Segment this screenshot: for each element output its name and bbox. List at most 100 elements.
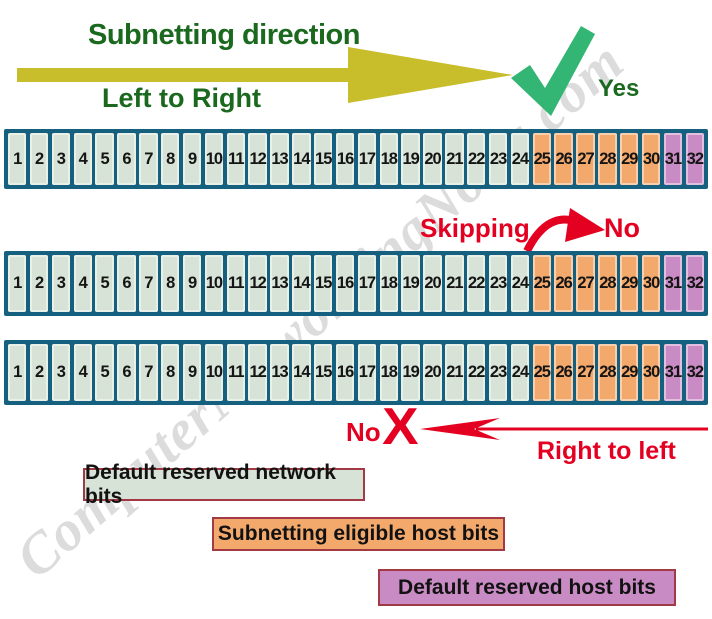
checkmark-icon <box>511 26 595 116</box>
bit-cell-22: 22 <box>467 133 485 185</box>
bit-cell-21: 21 <box>445 255 464 312</box>
bit-cell-17: 17 <box>357 133 376 185</box>
bit-cell-2: 2 <box>29 344 49 401</box>
legend-label: Subnetting eligible host bits <box>217 522 500 545</box>
bit-cell-28: 28 <box>598 344 617 401</box>
bit-cell-30: 30 <box>641 344 660 401</box>
bit-cell-31: 31 <box>663 133 682 185</box>
bit-cell-32: 32 <box>685 133 704 185</box>
legend-label: Default reserved network bits <box>85 460 336 508</box>
bit-cell-20: 20 <box>423 344 442 401</box>
right-to-left-no-label: No <box>346 417 381 447</box>
right-to-left-label: Right to left <box>537 437 676 465</box>
bit-cell-25: 25 <box>532 255 551 312</box>
bit-cell-10: 10 <box>204 133 223 185</box>
legend-box-subnet-bits: Subnetting eligible host bits <box>212 517 505 551</box>
bit-cell-11: 11 <box>226 255 245 312</box>
bit-cell-3: 3 <box>51 133 71 185</box>
bit-cell-32: 32 <box>685 344 704 401</box>
bit-cell-16: 16 <box>335 344 354 401</box>
bit-cell-3: 3 <box>51 344 71 401</box>
bit-cell-22: 22 <box>467 255 485 312</box>
bit-cell-20: 20 <box>423 133 442 185</box>
bit-cell-24: 24 <box>510 344 529 401</box>
bit-cell-11: 11 <box>226 133 245 185</box>
bit-cell-24: 24 <box>510 133 529 185</box>
bit-cell-12: 12 <box>248 255 267 312</box>
bit-cell-21: 21 <box>445 344 464 401</box>
bit-cell-2: 2 <box>29 133 49 185</box>
bit-cell-23: 23 <box>488 255 507 312</box>
bit-cell-4: 4 <box>73 133 92 185</box>
bit-cell-16: 16 <box>335 133 354 185</box>
bit-cell-27: 27 <box>576 133 595 185</box>
bit-cell-8: 8 <box>161 255 180 312</box>
bit-cell-30: 30 <box>641 255 660 312</box>
bit-cell-14: 14 <box>292 344 311 401</box>
left-to-right-label: Left to Right <box>102 83 261 113</box>
bit-cell-1: 1 <box>8 255 27 312</box>
bit-cell-12: 12 <box>248 133 267 185</box>
legend-label: Default reserved host bits <box>398 575 656 599</box>
yes-label: Yes <box>598 75 640 102</box>
bit-cell-30: 30 <box>641 133 660 185</box>
bit-cell-25: 25 <box>532 344 551 401</box>
bit-cell-9: 9 <box>182 255 202 312</box>
bit-cell-27: 27 <box>576 255 595 312</box>
bit-cell-13: 13 <box>270 255 289 312</box>
bit-cell-2: 2 <box>29 255 49 312</box>
left-to-right-arrow-icon <box>17 47 513 103</box>
bit-cell-26: 26 <box>554 255 573 312</box>
skipping-no-label: No <box>604 213 640 243</box>
bit-cell-19: 19 <box>401 255 420 312</box>
bit-cell-7: 7 <box>139 255 158 312</box>
bit-cell-17: 17 <box>357 255 376 312</box>
bit-cell-13: 13 <box>270 133 289 185</box>
bit-cell-23: 23 <box>488 344 507 401</box>
bit-cell-29: 29 <box>620 133 638 185</box>
bit-cell-23: 23 <box>488 133 507 185</box>
legend-box-network-bits: Default reserved network bits <box>83 461 365 508</box>
bit-cell-25: 25 <box>532 133 551 185</box>
bit-cell-15: 15 <box>314 344 332 401</box>
bit-cell-6: 6 <box>117 133 136 185</box>
bit-cell-32: 32 <box>685 255 704 312</box>
bit-cell-21: 21 <box>445 133 464 185</box>
bit-cell-26: 26 <box>554 133 573 185</box>
bit-cell-10: 10 <box>204 344 223 401</box>
bit-cell-12: 12 <box>248 344 267 401</box>
bit-cell-31: 31 <box>663 255 682 312</box>
bit-cell-22: 22 <box>467 344 485 401</box>
bit-cell-7: 7 <box>139 133 158 185</box>
bit-cell-8: 8 <box>161 344 180 401</box>
bit-cell-27: 27 <box>576 344 595 401</box>
skip-curved-arrow-icon <box>523 208 605 253</box>
bit-cell-6: 6 <box>117 344 136 401</box>
bit-cell-7: 7 <box>139 344 158 401</box>
bit-cell-8: 8 <box>161 133 180 185</box>
bit-cell-6: 6 <box>117 255 136 312</box>
bit-cell-16: 16 <box>335 255 354 312</box>
bit-cell-9: 9 <box>182 133 202 185</box>
bit-cell-5: 5 <box>95 255 114 312</box>
arrow-shaft <box>17 68 350 82</box>
skipping-label: Skipping <box>420 213 530 243</box>
bit-cell-18: 18 <box>379 255 398 312</box>
bit-cell-3: 3 <box>51 255 71 312</box>
bit-cell-14: 14 <box>292 133 311 185</box>
bit-cell-10: 10 <box>204 255 223 312</box>
bit-cell-13: 13 <box>270 344 289 401</box>
bit-cell-4: 4 <box>73 344 92 401</box>
bit-cell-26: 26 <box>554 344 573 401</box>
bit-cell-5: 5 <box>95 344 114 401</box>
bit-cell-29: 29 <box>620 255 638 312</box>
bit-cell-15: 15 <box>314 133 332 185</box>
bit-cell-19: 19 <box>401 133 420 185</box>
bit-cell-11: 11 <box>226 344 245 401</box>
bit-cell-31: 31 <box>663 344 682 401</box>
bit-cell-28: 28 <box>598 255 617 312</box>
right-to-left-arrow-icon <box>420 418 708 440</box>
